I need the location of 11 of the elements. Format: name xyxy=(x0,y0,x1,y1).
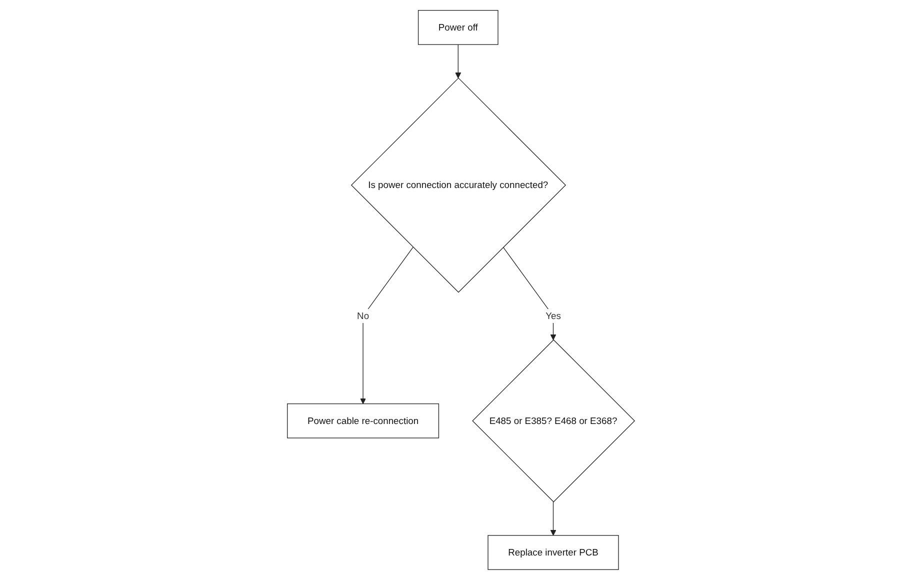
node-diamond: Is power connection accurately connected? xyxy=(350,77,566,292)
node-box: Power cable re-connection xyxy=(287,402,440,438)
arrow xyxy=(455,44,462,78)
node-box: Replace inverter PCB xyxy=(488,534,619,570)
edge-label: Yes xyxy=(546,310,561,321)
arrow xyxy=(502,246,556,340)
node-box: Power off xyxy=(418,10,498,44)
arrow xyxy=(550,501,556,536)
node-diamond: E485 or E385? E468 or E368? xyxy=(472,338,636,502)
edge-label: No xyxy=(357,310,370,321)
arrow xyxy=(360,246,414,404)
